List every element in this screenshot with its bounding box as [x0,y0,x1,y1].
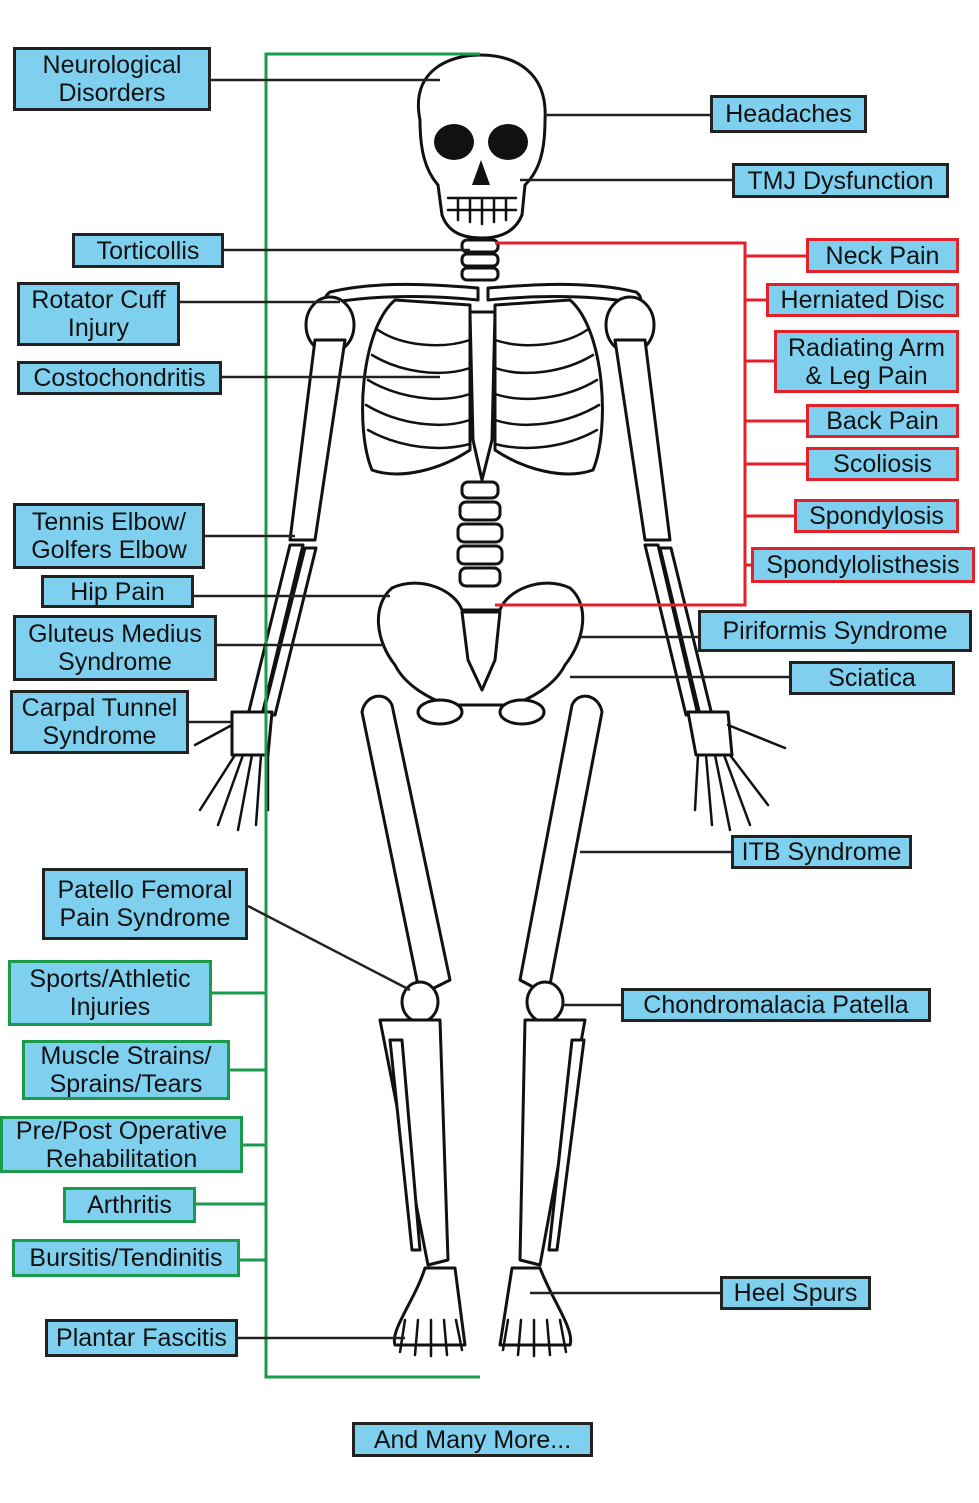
label-neck-pain: Neck Pain [806,238,959,273]
label-neurological-disorders: Neurological Disorders [13,47,211,111]
label-sciatica: Sciatica [789,661,955,695]
label-scoliosis: Scoliosis [806,447,959,481]
label-tennis-golfers-elbow: Tennis Elbow/ Golfers Elbow [13,503,205,569]
label-spondylosis: Spondylosis [794,499,959,533]
label-itb-syndrome: ITB Syndrome [731,835,912,869]
label-torticollis: Torticollis [72,233,224,268]
spine-bracket [495,241,806,607]
label-sports-athletic-injuries: Sports/Athletic Injuries [8,960,212,1026]
label-radiating-arm-leg-pain: Radiating Arm & Leg Pain [774,330,959,393]
label-arthritis: Arthritis [63,1187,196,1223]
label-carpal-tunnel-syndrome: Carpal Tunnel Syndrome [10,690,189,754]
label-tmj-dysfunction: TMJ Dysfunction [732,163,949,198]
label-and-many-more: And Many More... [352,1422,593,1457]
label-rotator-cuff-injury: Rotator Cuff Injury [17,282,180,346]
label-hip-pain: Hip Pain [41,575,194,608]
label-plantar-fascitis: Plantar Fascitis [45,1319,238,1357]
label-costochondritis: Costochondritis [17,361,222,395]
label-patello-femoral-pain-syndrome: Patello Femoral Pain Syndrome [42,868,248,940]
label-chondromalacia-patella: Chondromalacia Patella [621,988,931,1022]
label-headaches: Headaches [710,95,867,133]
label-piriformis-syndrome: Piriformis Syndrome [698,610,972,652]
label-back-pain: Back Pain [806,404,959,438]
label-bursitis-tendinitis: Bursitis/Tendinitis [12,1239,240,1277]
label-herniated-disc: Herniated Disc [766,283,959,317]
label-spondylolisthesis: Spondylolisthesis [751,547,975,583]
black-leaders [180,78,789,1340]
label-heel-spurs: Heel Spurs [720,1276,871,1310]
label-muscle-strains-sprains-tears: Muscle Strains/ Sprains/Tears [22,1040,230,1100]
general-bracket [196,52,480,1379]
label-gluteus-medius-syndrome: Gluteus Medius Syndrome [13,615,217,681]
label-pre-post-operative-rehabilitation: Pre/Post Operative Rehabilitation [0,1116,243,1173]
